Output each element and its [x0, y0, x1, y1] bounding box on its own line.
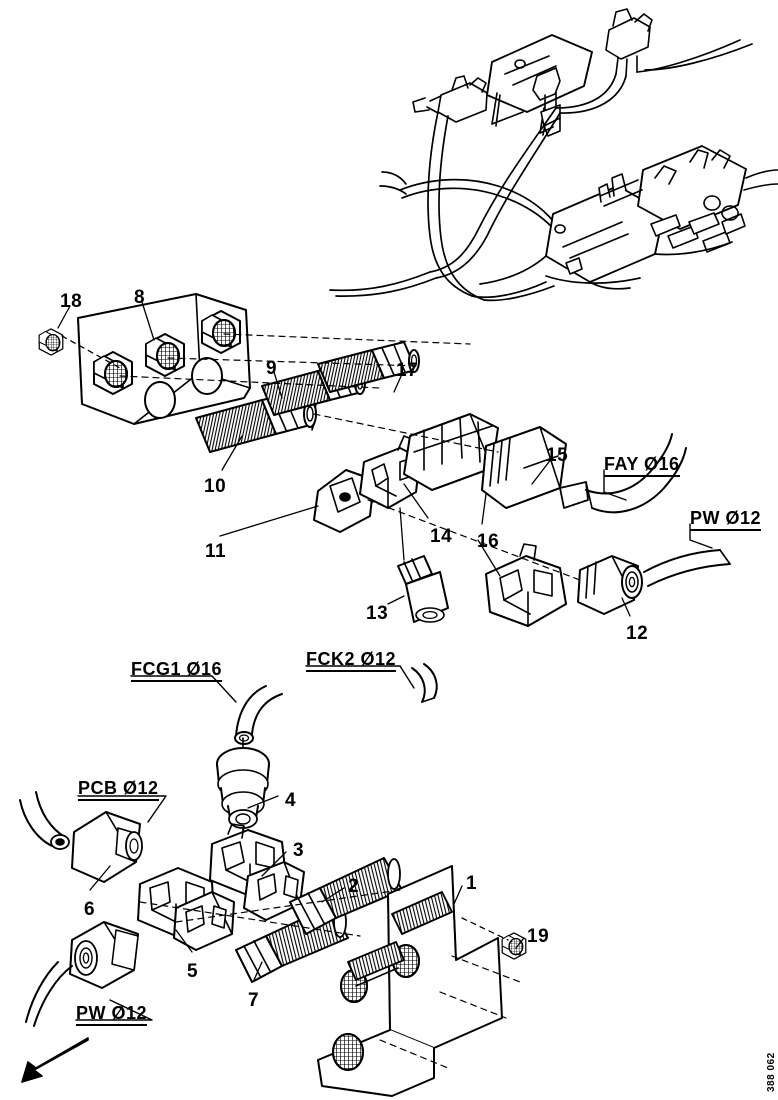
hose-label-pw-upper: PW Ø12	[690, 509, 762, 531]
callout-18: 18	[60, 291, 83, 312]
hose-fay	[585, 433, 687, 514]
callout-19: 19	[527, 926, 550, 947]
fitting-16	[485, 543, 567, 627]
callout-8: 8	[134, 287, 146, 308]
callout-14: 14	[430, 526, 453, 547]
upper-assembly-art	[38, 293, 731, 627]
callout-11: 11	[205, 541, 227, 562]
fitting-11	[313, 469, 375, 533]
hose-label-fck2: FCK2 Ø12	[306, 650, 397, 672]
callout-2: 2	[348, 876, 360, 897]
callout-10: 10	[204, 476, 227, 497]
callout-4: 4	[285, 790, 297, 811]
callout-15: 15	[546, 445, 569, 466]
callout-17: 17	[396, 360, 419, 381]
callout-6: 6	[84, 899, 96, 920]
callout-9: 9	[266, 358, 278, 379]
fitting-6	[19, 791, 143, 883]
callout-12: 12	[626, 623, 649, 644]
fitting-15	[403, 413, 589, 509]
callout-7: 7	[248, 990, 260, 1011]
orientation-arrow-art	[21, 1037, 89, 1083]
fitting-19	[501, 932, 527, 960]
callout-1: 1	[466, 873, 478, 894]
fitting-4	[216, 737, 270, 841]
callout-3: 3	[293, 840, 305, 861]
hose-label-pw-lower: PW Ø12	[76, 1004, 148, 1026]
callout-16: 16	[477, 531, 500, 552]
fitting-12	[577, 549, 731, 615]
hose-label-fay: FAY Ø16	[604, 455, 680, 477]
fitting-lower-left-coupling	[25, 921, 139, 1027]
callout-13: 13	[366, 603, 389, 624]
overview-inset-art	[329, 8, 778, 302]
plate-code: 388 062	[766, 1052, 777, 1092]
callout-5: 5	[187, 961, 199, 982]
fitting-17	[317, 341, 420, 393]
hose-fcg1	[234, 685, 283, 745]
hose-fck2	[411, 663, 438, 703]
fitting-13	[397, 555, 449, 623]
fitting-2	[289, 857, 403, 935]
bracket-1	[317, 865, 521, 1097]
lower-assembly-art	[19, 663, 527, 1097]
hose-label-pcb: PCB Ø12	[78, 779, 159, 801]
fitting-5	[137, 867, 235, 951]
hose-label-fcg1: FCG1 Ø16	[131, 660, 223, 682]
